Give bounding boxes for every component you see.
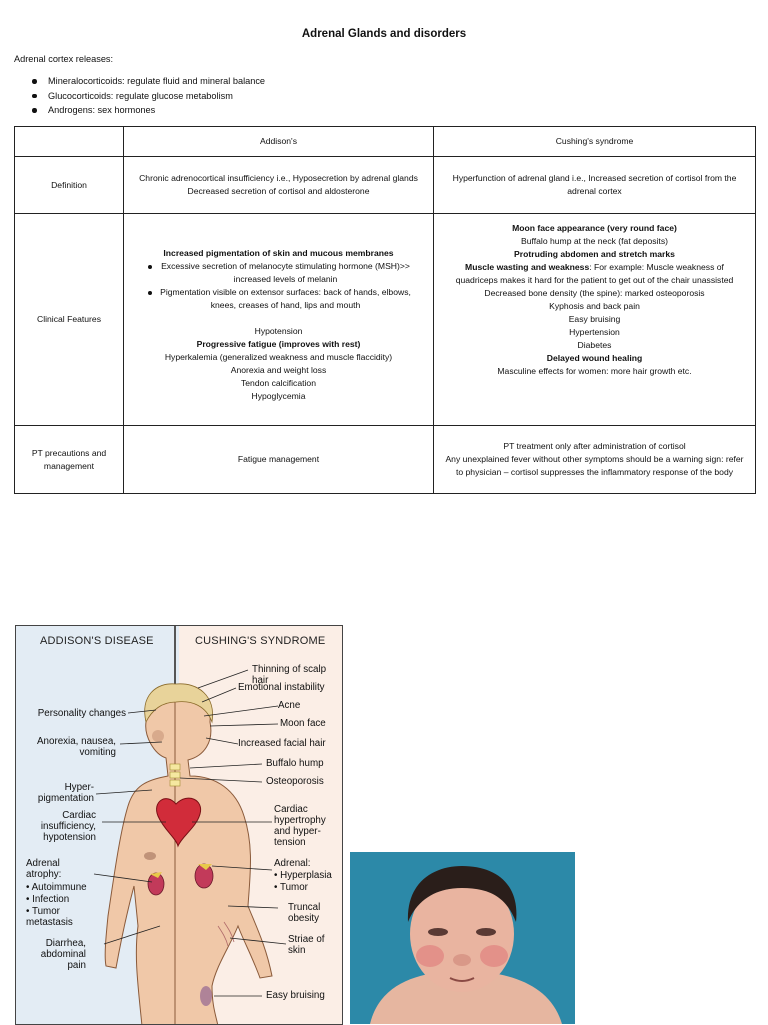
label-facial-hair: Increased facial hair (238, 738, 326, 749)
cell-line: Delayed wound healing (546, 353, 643, 363)
cell-line: Protruding abdomen and stretch marks (514, 249, 675, 259)
cell-line: Easy bruising (568, 314, 621, 324)
cell-line: Moon face appearance (very round face) (512, 223, 677, 233)
label-thinning-hair: Thinning of scalp hair (252, 664, 327, 686)
cell-line: Increased pigmentation of skin and mucou… (163, 247, 394, 258)
cell-line: Hypertension (569, 327, 620, 337)
addison-heading: ADDISON'S DISEASE (40, 635, 154, 647)
cell-line: Chronic adrenocortical insufficiency i.e… (139, 173, 418, 183)
label-acne: Acne (278, 700, 301, 711)
page-title: Adrenal Glands and disorders (301, 28, 467, 40)
table-header-row: Addison's Cushing's syndrome (14, 126, 756, 157)
table-cell: PT treatment only after administration o… (433, 425, 756, 494)
label-personality-changes: Personality changes (37, 708, 126, 719)
label-moon-face: Moon face (280, 718, 326, 729)
table-cell: Increased pigmentation of skin and mucou… (123, 213, 434, 426)
cell-line: Hypoglycemia (251, 390, 306, 401)
cell-line: Progressive fatigue (improves with rest) (196, 338, 361, 349)
label-easy-bruising: Easy bruising (266, 990, 325, 1001)
cell-line: Diabetes (577, 340, 612, 350)
table-cell: Fatigue management (123, 425, 434, 494)
row-label: PT precautions and management (14, 425, 124, 494)
intro-text: Adrenal cortex releases: (14, 54, 114, 64)
table-cell: Moon face appearance (very round face) B… (433, 213, 756, 426)
label-adrenal-atrophy: Adrenal atrophy: (26, 858, 62, 880)
label-autoimmune: • Autoimmune (26, 882, 87, 893)
cell-line: Hyperkalemia (generalized weakness and m… (164, 351, 393, 362)
label-buffalo-hump: Buffalo hump (266, 758, 324, 769)
cushing-heading: CUSHING'S SYNDROME (195, 635, 326, 647)
label-tumor: • Tumor (274, 882, 308, 893)
label-truncal-obesity: Truncal obesity (288, 902, 321, 924)
cell-line: Decreased bone density (the spine): mark… (484, 288, 705, 298)
cell-line: Decreased secretion of cortisol and aldo… (187, 186, 370, 196)
label-anorexia: Anorexia, nausea, vomiting (37, 736, 116, 758)
label-hyperpigmentation: Hyper-pigmentation (37, 782, 94, 804)
list-item: Mineralocorticoids: regulate fluid and m… (14, 74, 265, 89)
cell-line: Masculine effects for women: more hair g… (497, 366, 692, 376)
body-illustration (93, 669, 287, 1024)
addison-cushing-illustration: ADDISON'S DISEASE CUSHING'S SYNDROME (15, 625, 343, 1025)
patient-photo (350, 852, 575, 1024)
cell-line: Hypotension (254, 325, 303, 336)
cell-line: Any unexplained fever without other symp… (445, 454, 744, 477)
comparison-table: Addison's Cushing's syndrome Definition … (14, 126, 756, 494)
row-label: Definition (14, 156, 124, 214)
cell-line: Kyphosis and back pain (549, 301, 640, 311)
header-cell: Cushing's syndrome (433, 126, 756, 157)
cell-text: : For example: Muscle weakness of quadri… (455, 262, 734, 285)
label-cardiac-insufficiency: Cardiac insufficiency, hypotension (40, 810, 96, 843)
row-label: Clinical Features (14, 213, 124, 426)
table-row: PT precautions and management Fatigue ma… (14, 425, 756, 494)
cell-line: PT treatment only after administration o… (503, 441, 686, 451)
header-cell (14, 126, 124, 157)
table-cell: Chronic adrenocortical insufficiency i.e… (123, 156, 434, 214)
label-cardiac-hypertrophy: Cardiac hypertrophy and hyper-tension (274, 804, 326, 848)
label-diarrhea: Diarrhea, abdominal pain (40, 938, 86, 971)
cell-line: Anorexia and weight loss (230, 364, 327, 375)
label-infection: • Infection (26, 894, 70, 905)
list-item: Excessive secretion of melanocyte stimul… (134, 260, 423, 286)
cell-line: Muscle wasting and weakness: For example… (444, 261, 745, 287)
list-item: Glucocorticoids: regulate glucose metabo… (14, 89, 265, 104)
label-striae: Striae of skin (288, 934, 325, 956)
list-item: Androgens: sex hormones (14, 103, 265, 118)
list-item: Pigmentation visible on extensor surface… (134, 286, 423, 312)
label-adrenal: Adrenal: (274, 858, 311, 869)
cell-bold-text: Muscle wasting and weakness (465, 262, 590, 272)
label-tumor-metastasis: • Tumor metastasis (26, 906, 73, 928)
cell-line: Tendon calcification (240, 377, 316, 388)
cell-line: Buffalo hump at the neck (fat deposits) (521, 236, 668, 246)
table-cell: Hyperfunction of adrenal gland i.e., Inc… (433, 156, 756, 214)
label-hyperplasia: • Hyperplasia (274, 870, 332, 881)
header-cell: Addison's (123, 126, 434, 157)
table-row: Definition Chronic adrenocortical insuff… (14, 156, 756, 214)
table-row: Clinical Features Increased pigmentation… (14, 213, 756, 426)
label-osteoporosis: Osteoporosis (266, 776, 324, 787)
subpoint-list: Excessive secretion of melanocyte stimul… (134, 260, 423, 312)
hormone-list: Mineralocorticoids: regulate fluid and m… (14, 74, 265, 118)
label-emotional-instability: Emotional instability (238, 682, 325, 693)
patient-photo-drawing (350, 852, 575, 1024)
